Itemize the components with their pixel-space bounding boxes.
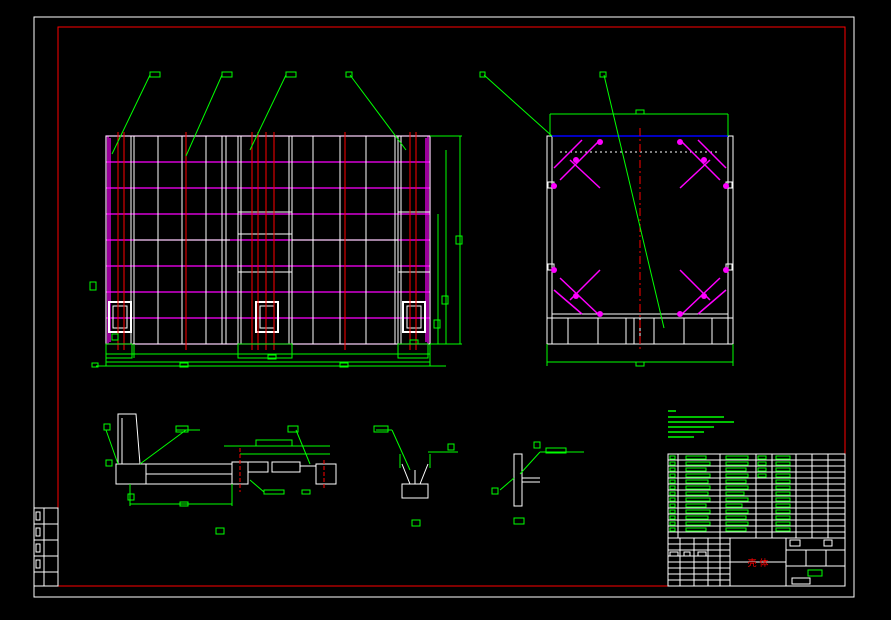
detail-centerline-a <box>239 448 325 492</box>
brace-nodes <box>551 139 729 317</box>
drawing-border <box>57 26 846 587</box>
detail-b-annotations <box>373 425 458 527</box>
detail-c-annotations <box>491 441 584 525</box>
access-openings <box>108 301 426 333</box>
title-block <box>667 537 846 587</box>
front-elevation-view <box>89 71 463 368</box>
technical-notes <box>668 410 734 438</box>
binding-strip <box>33 507 59 587</box>
detail-a-annotations <box>103 423 330 535</box>
centerlines <box>117 132 417 350</box>
detail-section-c <box>513 453 540 507</box>
title-block-label: 壳 体 <box>748 557 769 569</box>
parts-list-table <box>667 453 846 539</box>
detail-section-a <box>115 413 337 485</box>
front-leaders <box>111 71 407 157</box>
front-dimensions <box>89 135 463 368</box>
parts-list-entries <box>669 455 791 532</box>
side-section-view <box>479 71 734 367</box>
sheet-frame <box>33 16 855 598</box>
side-dimensions <box>479 71 734 367</box>
detail-section-b <box>401 463 429 499</box>
